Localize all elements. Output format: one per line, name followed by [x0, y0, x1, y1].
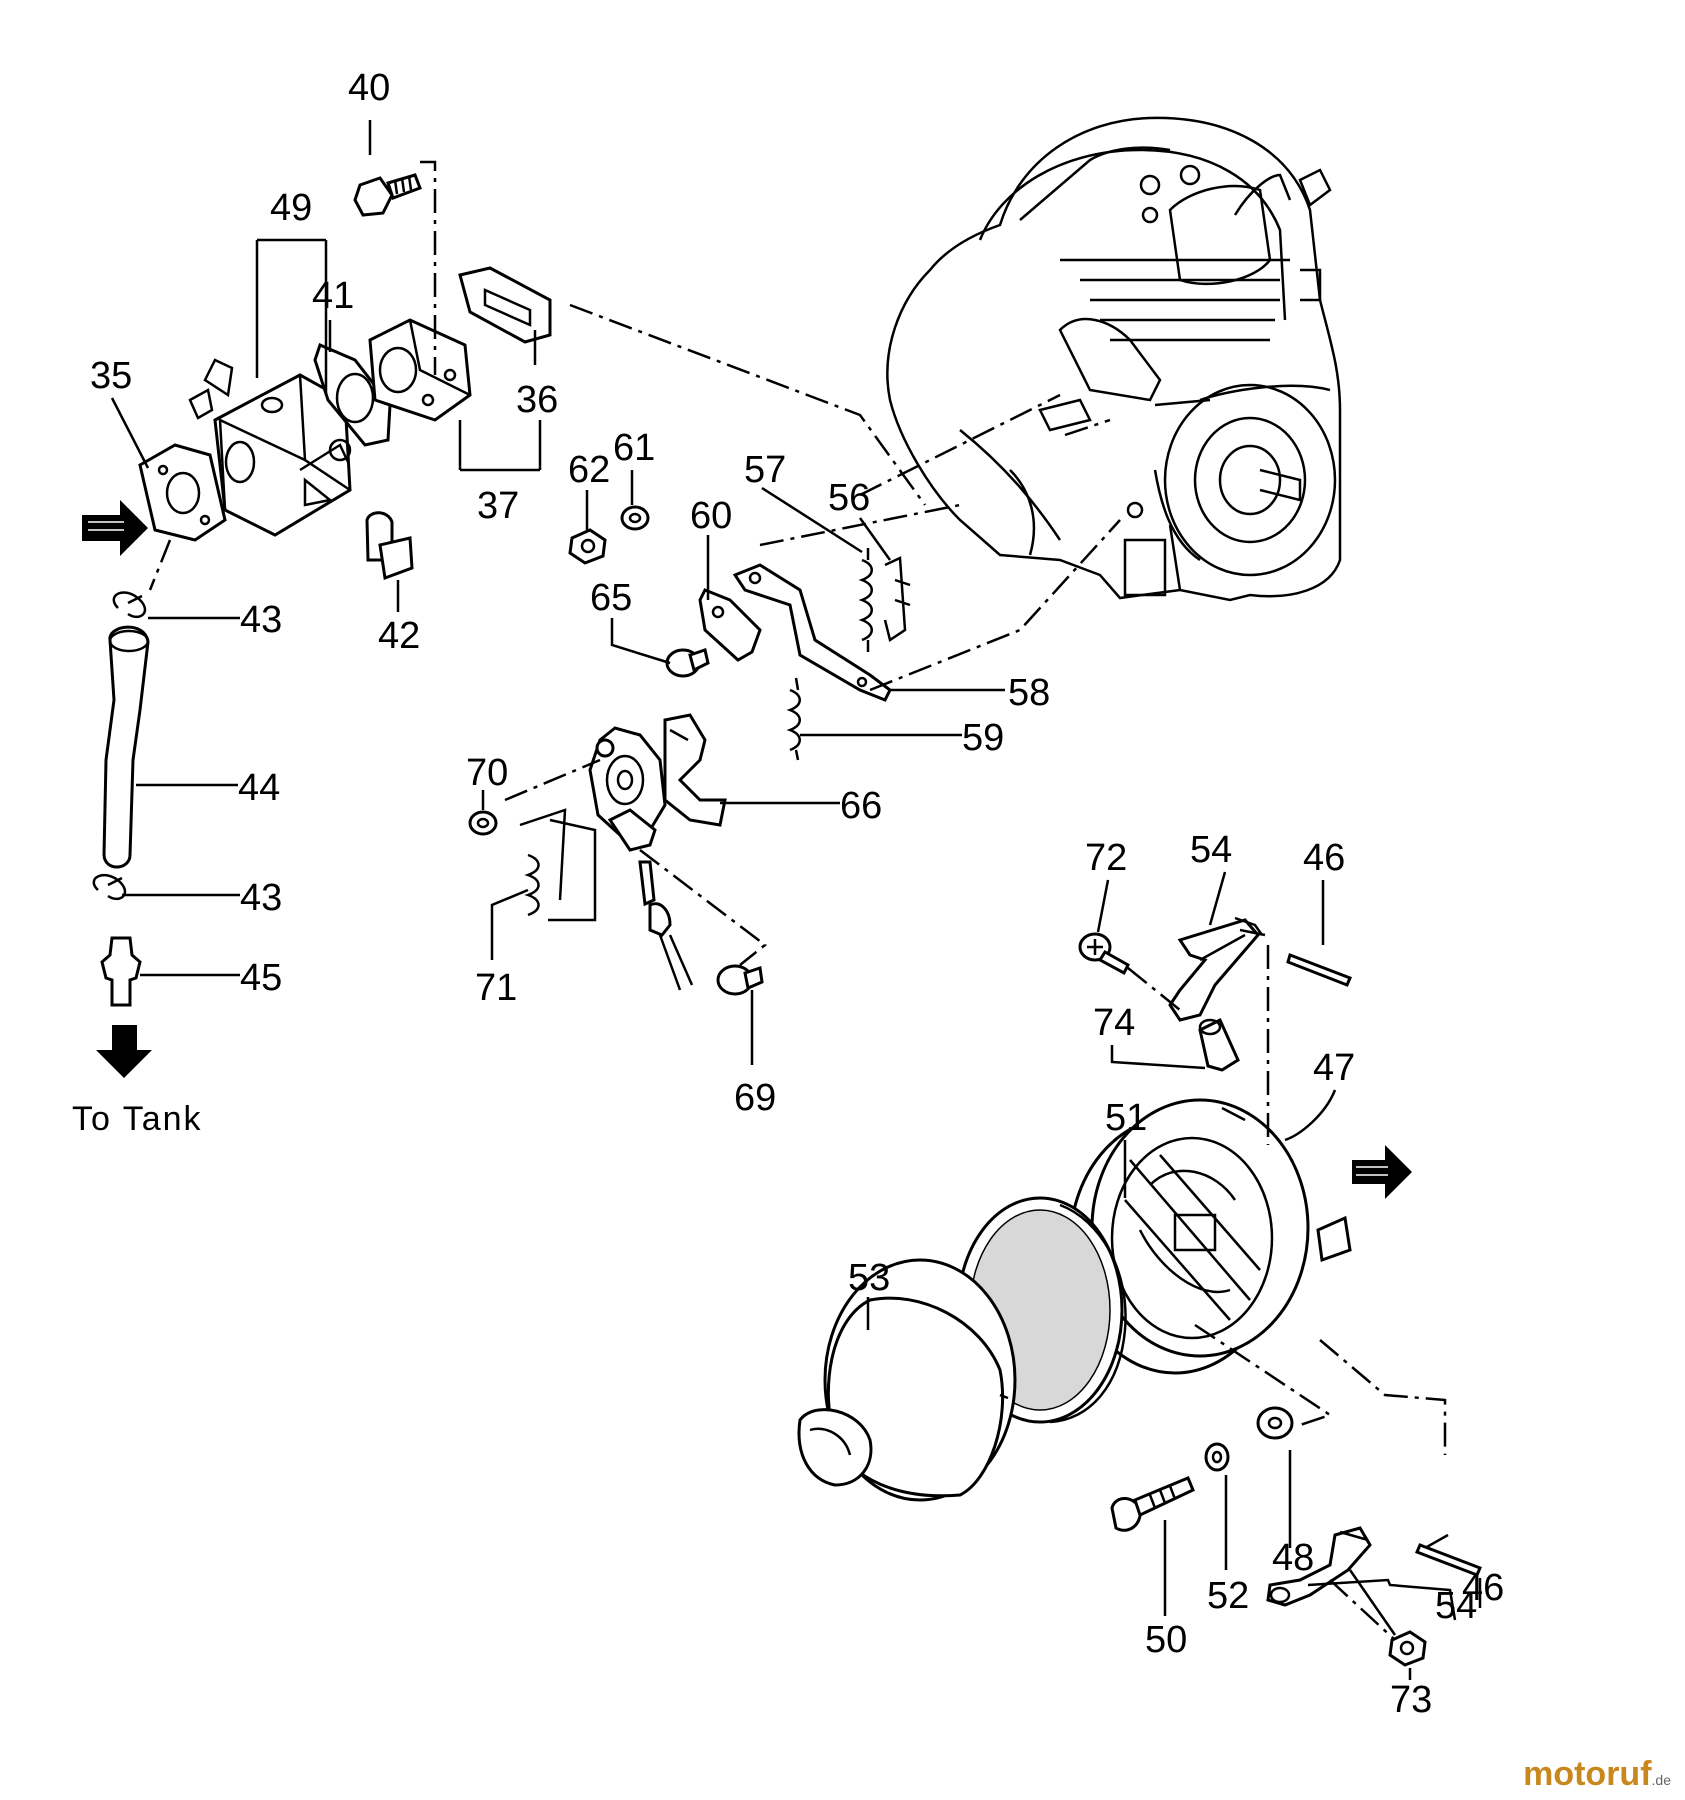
gasket-36	[458, 266, 552, 344]
label-53: 53	[848, 1257, 890, 1299]
label-66: 66	[840, 785, 882, 827]
label-74: 74	[1093, 1002, 1135, 1044]
throttle-lever-66	[588, 713, 727, 852]
label-71: 71	[475, 967, 517, 1009]
gasket-41	[313, 342, 392, 447]
part-number-labels: 40 49 41 35 36 37 42 43 44 43 45 To Tank…	[72, 67, 1504, 1721]
label-35: 35	[90, 355, 132, 397]
label-44: 44	[238, 767, 280, 809]
washer-70	[468, 810, 498, 836]
spring-71	[524, 853, 540, 917]
throttle-cable	[638, 860, 694, 991]
watermark-brand: motoruf	[1523, 1755, 1652, 1793]
bracket-54-upper	[1168, 916, 1266, 1022]
label-46-lower: 46	[1462, 1567, 1504, 1609]
fitting-45	[100, 936, 142, 1007]
washer-48	[1256, 1406, 1294, 1440]
label-65: 65	[590, 577, 632, 619]
label-50: 50	[1145, 1619, 1187, 1661]
bolt-50	[1110, 1476, 1195, 1532]
clamp-43-lower	[92, 873, 127, 901]
to-tank-label: To Tank	[72, 1100, 203, 1138]
washer-61	[620, 505, 650, 531]
label-37: 37	[477, 485, 519, 527]
down-arrow-icon	[96, 1025, 152, 1078]
label-56: 56	[828, 477, 870, 519]
screw-72	[1078, 932, 1130, 976]
label-61: 61	[613, 427, 655, 469]
fuel-hose-44	[102, 625, 150, 869]
label-62: 62	[568, 449, 610, 491]
label-42: 42	[378, 615, 420, 657]
label-45: 45	[240, 957, 282, 999]
bracket-54-lower	[1266, 1526, 1372, 1607]
cover-53	[797, 1258, 1017, 1502]
nut-73	[1388, 1630, 1427, 1667]
label-69: 69	[734, 1077, 776, 1119]
label-41: 41	[312, 275, 354, 317]
label-54-lower: 54	[1435, 1585, 1477, 1627]
spring-57	[858, 548, 873, 652]
spring-59	[786, 677, 801, 761]
label-60: 60	[690, 495, 732, 537]
label-49: 49	[270, 187, 312, 229]
label-59: 59	[962, 717, 1004, 759]
label-72: 72	[1085, 837, 1127, 879]
clamp-43-upper	[112, 591, 147, 619]
washer-52	[1204, 1442, 1230, 1472]
label-57: 57	[744, 449, 786, 491]
screw-65	[665, 648, 710, 678]
pin-46-upper	[1286, 953, 1352, 987]
insulator-37	[368, 318, 472, 422]
right-arrow-icon	[1352, 1145, 1412, 1199]
label-47: 47	[1313, 1047, 1355, 1089]
flow-arrow-icon	[82, 500, 148, 556]
label-52: 52	[1207, 1575, 1249, 1617]
label-43-upper: 43	[240, 599, 282, 641]
label-58: 58	[1008, 672, 1050, 714]
carburetor-49	[188, 358, 352, 537]
label-70: 70	[466, 752, 508, 794]
choke-42	[365, 511, 414, 581]
leader-lines	[110, 120, 1482, 1680]
screw-69	[716, 964, 764, 996]
label-54-upper: 54	[1190, 829, 1232, 871]
watermark-tld: .de	[1651, 1772, 1671, 1788]
bracket-56	[883, 556, 911, 643]
label-43-lower: 43	[240, 877, 282, 919]
lever-60	[698, 588, 762, 662]
label-73: 73	[1390, 1679, 1432, 1721]
label-40: 40	[348, 67, 390, 109]
label-51: 51	[1105, 1097, 1147, 1139]
label-36: 36	[516, 379, 558, 421]
grommet-74	[1198, 1017, 1240, 1072]
label-46-upper: 46	[1303, 837, 1345, 879]
bolt-40	[353, 173, 422, 217]
nut-62	[568, 528, 607, 565]
label-48: 48	[1272, 1537, 1314, 1579]
throttle-rod-58	[732, 563, 892, 702]
watermark-logo: motoruf.de	[1523, 1755, 1671, 1794]
gasket-35	[138, 443, 227, 542]
engine-block	[886, 116, 1342, 602]
pin-46-lower	[1415, 1543, 1482, 1577]
